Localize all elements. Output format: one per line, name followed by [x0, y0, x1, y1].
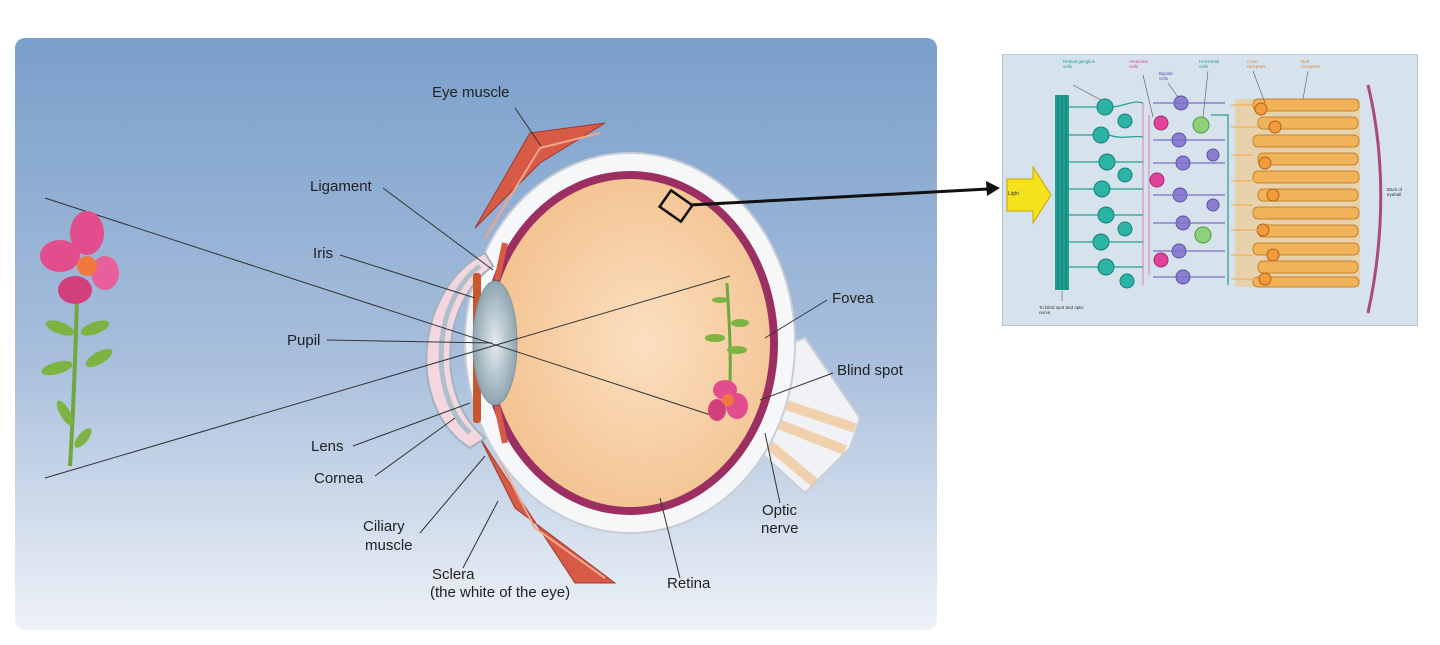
bipolar-label: Bipolar cells	[1159, 71, 1174, 81]
ganglion-label: Retinal ganglion cells	[1063, 59, 1096, 69]
retina-cells-svg	[1006, 70, 1383, 314]
eye-muscle-bottom	[479, 437, 617, 584]
back-of-eyeball-label: Back of eyeball	[1387, 187, 1403, 197]
label-fovea: Fovea	[832, 290, 874, 307]
label-ligament: Ligament	[310, 178, 372, 195]
label-optic-2: nerve	[761, 520, 799, 537]
horizontal-cells	[1192, 116, 1212, 244]
leader-lines	[326, 107, 834, 579]
receptor-layer	[1231, 98, 1360, 288]
ganglion-cells	[1092, 98, 1135, 289]
retinal-image-flower	[705, 282, 749, 421]
label-pupil: Pupil	[287, 332, 321, 349]
label-blind-spot: Blind spot	[837, 362, 903, 379]
amacrine-cells	[1149, 115, 1169, 268]
label-ciliary-2: muscle	[365, 537, 413, 554]
label-retina: Retina	[667, 575, 711, 592]
label-sclera-1: Sclera	[432, 566, 475, 583]
label-eye-muscle: Eye muscle	[432, 84, 510, 101]
eye-diagram-svg	[15, 38, 937, 630]
cone-label: Cone receptors	[1247, 59, 1266, 69]
flower-object	[40, 211, 119, 467]
vitreous-body	[490, 179, 770, 507]
amacrine-label: Amacrine cells	[1129, 59, 1149, 69]
cornea-shape	[425, 251, 495, 450]
horizontal-label: Horizontal cells	[1199, 59, 1220, 69]
light-label: Light	[1008, 191, 1019, 197]
zoom-region-box	[657, 188, 695, 224]
light-rays	[44, 197, 731, 479]
label-cornea: Cornea	[314, 470, 364, 487]
label-lens: Lens	[311, 438, 344, 455]
label-sclera-2: (the white of the eye)	[430, 584, 571, 601]
eye-diagram-panel: Eye muscle Ligament Iris Pupil Lens Corn…	[15, 38, 937, 630]
retina-cross-section: Light Retinal ganglion cells Amacrine ce…	[1002, 54, 1418, 326]
label-optic-1: Optic	[762, 502, 798, 519]
label-iris: Iris	[313, 245, 333, 262]
rod-label: Rod receptors	[1301, 59, 1320, 69]
label-ciliary-1: Ciliary	[363, 518, 405, 535]
optic-nerve-inset-label: To blind spot and optic nerve	[1039, 305, 1084, 315]
yellow-arrow-icon	[1006, 165, 1052, 225]
